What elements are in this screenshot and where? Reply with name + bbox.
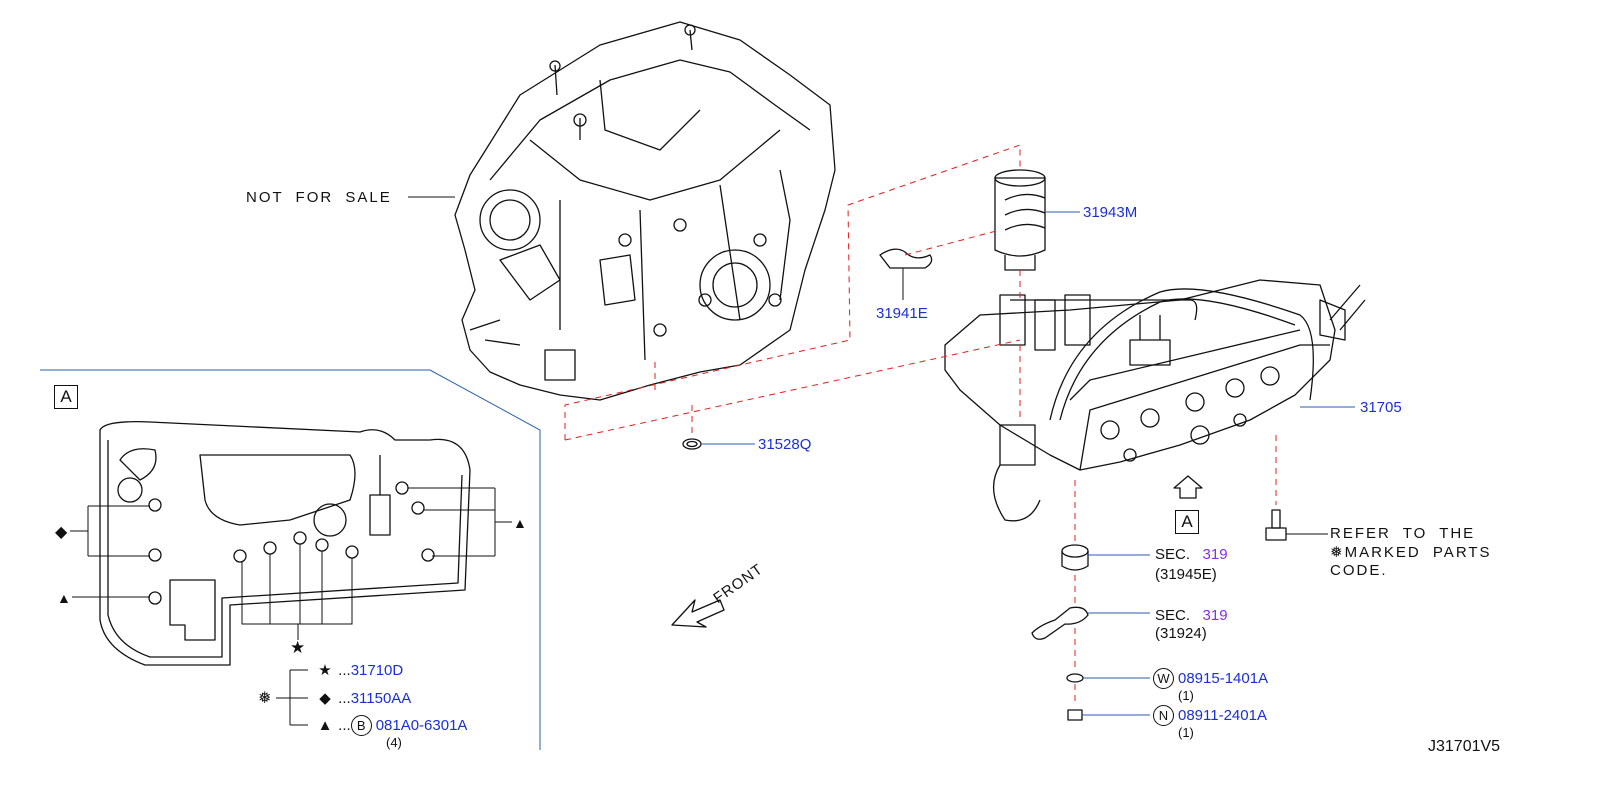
diamond-icon: ◆ (319, 690, 331, 707)
sleeve-part (1061, 544, 1089, 571)
part-31941E-link[interactable]: 31941E (876, 305, 928, 322)
part-31705-link[interactable]: 31705 (1360, 399, 1402, 416)
view-arrow-icon (1173, 475, 1203, 499)
control-valve-body (944, 279, 1366, 522)
part-08911-2401A-link[interactable]: 08911-2401A (1178, 707, 1267, 724)
star-icon: ★ (318, 662, 332, 679)
nut-prefix-icon: N (1153, 705, 1174, 726)
sec-item-2: SEC. 319 (1155, 607, 1228, 624)
washer-qty: (1) (1178, 688, 1194, 703)
legend-star-row: ★ ...31710D (316, 661, 403, 679)
leader-lines (70, 196, 1328, 726)
refer-note-line2: ❅MARKED PARTS (1330, 544, 1492, 561)
front-arrow-icon (671, 599, 725, 628)
triangle-icon: ▲ (57, 590, 71, 606)
blue-leader-lines (40, 211, 1355, 750)
strainer-part (994, 169, 1046, 271)
star-icon: ★ (290, 638, 306, 657)
sec-item-2-code: (31924) (1155, 625, 1207, 642)
sec-319-link[interactable]: 319 (1202, 546, 1228, 563)
view-a-label: A (1175, 510, 1199, 534)
part-08915-1401A-link[interactable]: 08915-1401A (1178, 670, 1269, 687)
nut-part (1067, 709, 1083, 721)
inset-a-label: A (54, 385, 78, 409)
valve-body-top-view (99, 421, 471, 666)
gear-asterisk-icon: ❅ (1330, 544, 1345, 561)
bolt-part (1265, 509, 1287, 541)
sec-item-1: SEC. 319 (1155, 546, 1228, 563)
diagram-code: J31701V5 (1428, 738, 1501, 755)
washer-prefix-icon: W (1153, 668, 1174, 689)
part-31150AA-link[interactable]: 31150AA (350, 690, 412, 707)
legend-diamond-row: ◆ ...31150AA (316, 689, 411, 707)
not-for-sale-label: NOT FOR SALE (246, 189, 392, 206)
bracket-part (1031, 606, 1089, 640)
sec-item-1-code: (31945E) (1155, 566, 1217, 583)
gear-asterisk-icon: ❅ (258, 690, 272, 707)
part-081A0-6301A-link[interactable]: 081A0-6301A (375, 717, 468, 734)
o-ring-part (682, 438, 702, 450)
part-31528Q-link[interactable]: 31528Q (758, 436, 812, 453)
sec-319-link[interactable]: 319 (1202, 607, 1228, 624)
transmission-assembly (454, 21, 836, 401)
refer-note-line1: REFER TO THE (1330, 525, 1476, 542)
gasket-part (879, 248, 933, 269)
legend-bolt-qty: (4) (386, 735, 402, 750)
triangle-icon: ▲ (513, 515, 527, 531)
refer-note-line3: CODE. (1330, 562, 1388, 579)
triangle-icon: ▲ (317, 717, 333, 734)
washer-part (1066, 673, 1084, 683)
bolt-prefix-icon: B (350, 715, 372, 736)
dashed-reference-lines (564, 144, 1277, 706)
part-31710D-link[interactable]: 31710D (350, 662, 404, 679)
nut-qty: (1) (1178, 725, 1194, 740)
diamond-icon: ◆ (55, 524, 68, 541)
part-31943M-link[interactable]: 31943M (1083, 204, 1138, 221)
